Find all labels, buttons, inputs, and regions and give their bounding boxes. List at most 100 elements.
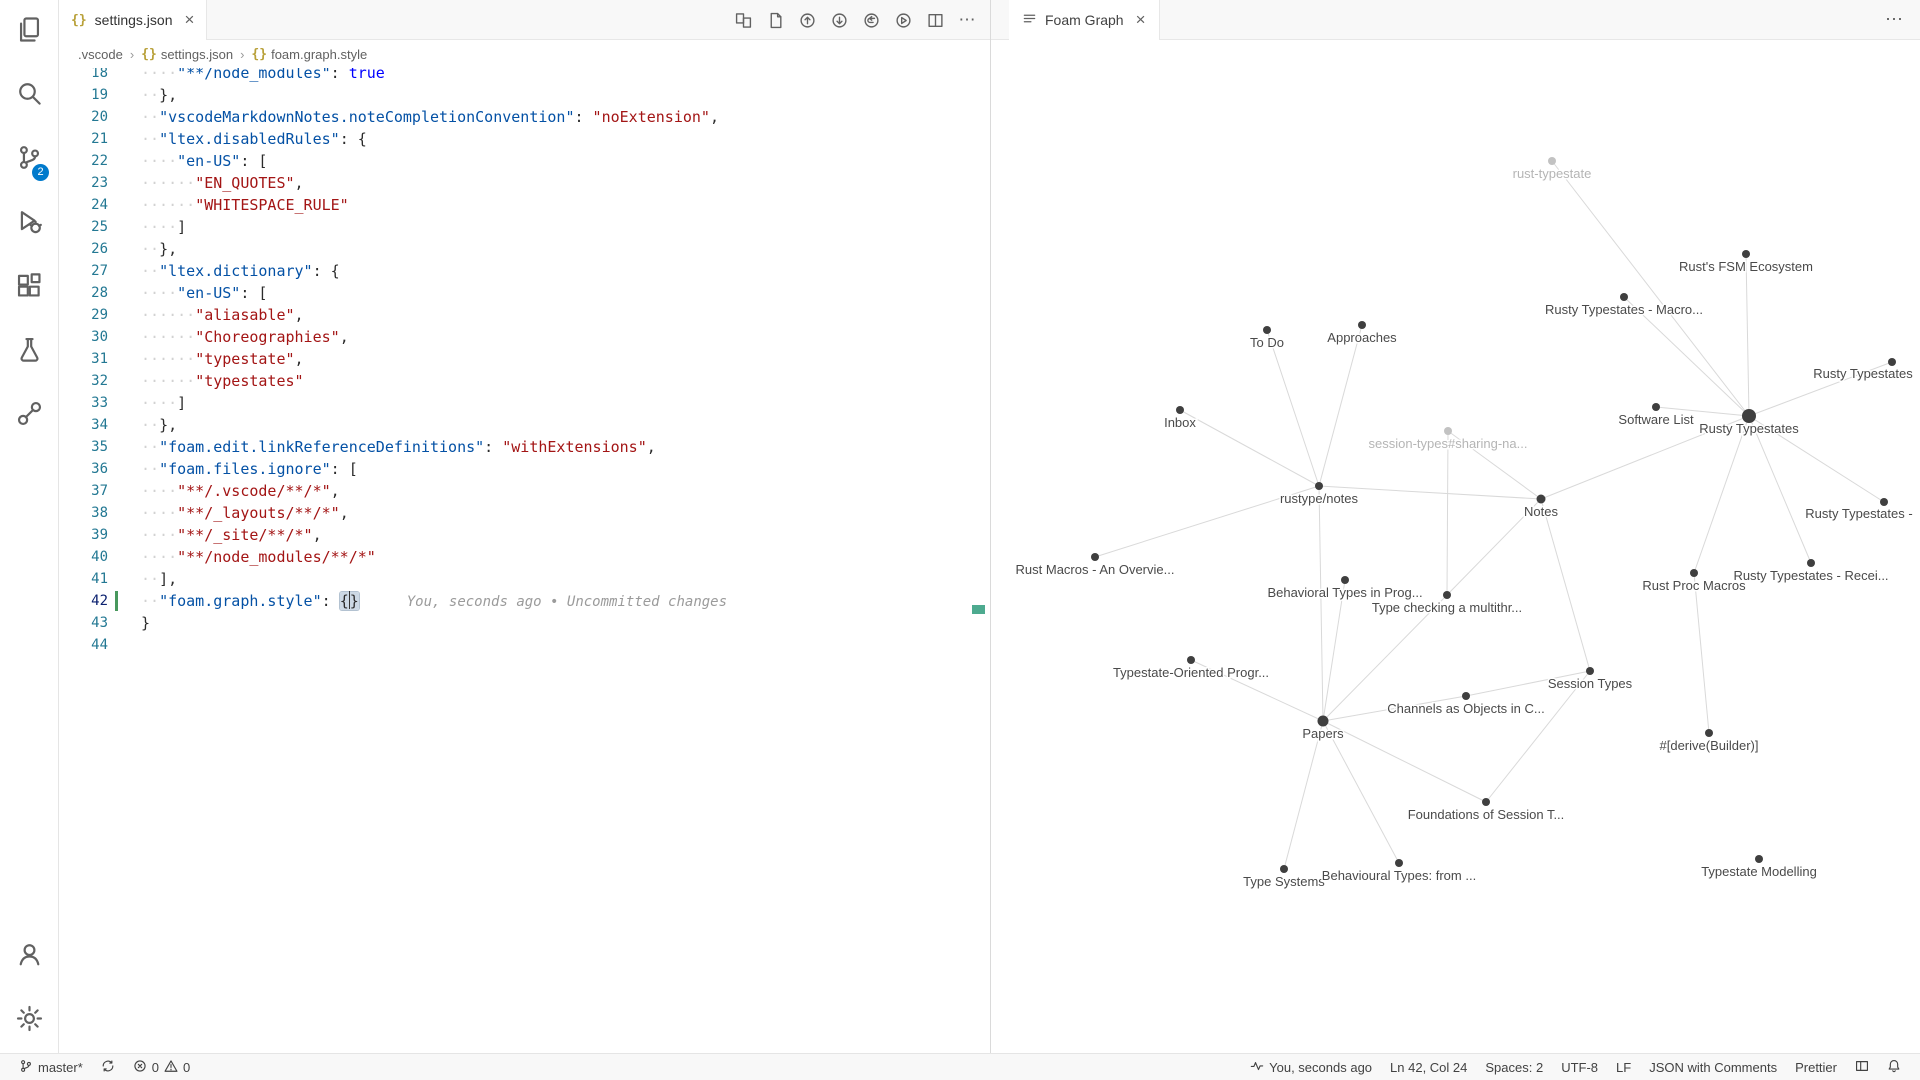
panel-more-actions-icon[interactable]: ⋯: [1885, 9, 1904, 29]
graph-node-todo[interactable]: To Do: [1249, 326, 1285, 352]
graph-node-rust-macros[interactable]: Rust Macros - An Overvie...: [1014, 553, 1176, 579]
graph-node-proc[interactable]: Rust Proc Macros: [1641, 569, 1748, 595]
more-actions-icon[interactable]: ⋯: [958, 10, 977, 29]
code-text: ····"**/node_modules/**/*": [141, 548, 376, 566]
activity-item-connections[interactable]: [0, 384, 58, 448]
code-line-26[interactable]: 26··},: [59, 238, 990, 260]
graph-node-fsm[interactable]: Rust's FSM Ecosystem: [1678, 250, 1814, 276]
close-panel-icon[interactable]: ×: [1135, 10, 1146, 29]
status-formatter[interactable]: Prettier: [1786, 1054, 1846, 1080]
code-line-43[interactable]: 43}: [59, 612, 990, 634]
code-line-44[interactable]: 44: [59, 634, 990, 656]
revert-change-icon[interactable]: [859, 8, 884, 33]
graph-node-dot: [1187, 656, 1195, 664]
graph-node-label: Channels as Objects in C...: [1387, 701, 1545, 716]
breadcrumb-item-settings-json[interactable]: {}settings.json: [141, 47, 233, 62]
code-line-38[interactable]: 38····"**/_layouts/**/*",: [59, 502, 990, 524]
previous-change-icon[interactable]: [795, 8, 820, 33]
graph-node-modelling[interactable]: Typestate Modelling: [1700, 855, 1818, 881]
status-indentation[interactable]: Spaces: 2: [1476, 1054, 1552, 1080]
close-tab-icon[interactable]: ×: [184, 10, 195, 29]
graph-node-rusty-r1[interactable]: Rusty Typestates: [1812, 358, 1915, 383]
activity-item-settings[interactable]: [0, 989, 58, 1053]
code-line-18[interactable]: 18····"**/node_modules": true: [59, 68, 990, 84]
activity-item-extensions[interactable]: [0, 256, 58, 320]
status-language-mode[interactable]: JSON with Comments: [1640, 1054, 1786, 1080]
code-line-39[interactable]: 39····"**/_site/**/*",: [59, 524, 990, 546]
graph-node-rust-typestate[interactable]: rust-typestate: [1511, 157, 1593, 183]
tab-settings-json[interactable]: {} settings.json ×: [59, 0, 208, 40]
status-editor-layout[interactable]: [1846, 1054, 1878, 1080]
graph-node-behavioral[interactable]: Behavioral Types in Prog...: [1266, 576, 1424, 602]
breadcrumb-item-foam-graph-style[interactable]: {}foam.graph.style: [251, 47, 367, 62]
code-line-37[interactable]: 37····"**/.vscode/**/*",: [59, 480, 990, 502]
json-symbol-icon: {}: [251, 46, 268, 62]
account-icon: [16, 941, 43, 973]
tab-foam-graph[interactable]: Foam Graph ×: [1009, 0, 1160, 40]
breadcrumb-item--vscode[interactable]: .vscode: [78, 47, 123, 62]
code-line-27[interactable]: 27··"ltex.dictionary": {: [59, 260, 990, 282]
split-editor-icon[interactable]: [923, 8, 948, 33]
status-cursor-position[interactable]: Ln 42, Col 24: [1381, 1054, 1476, 1080]
graph-node-rustype[interactable]: rustype/notes: [1278, 482, 1360, 508]
status-git-branch[interactable]: master*: [10, 1054, 92, 1080]
graph-node-inbox[interactable]: Inbox: [1163, 406, 1198, 432]
code-line-36[interactable]: 36··"foam.files.ignore": [: [59, 458, 990, 480]
code-line-34[interactable]: 34··},: [59, 414, 990, 436]
code-line-23[interactable]: 23······"EN_QUOTES",: [59, 172, 990, 194]
code-line-20[interactable]: 20··"vscodeMarkdownNotes.noteCompletionC…: [59, 106, 990, 128]
status-eol[interactable]: LF: [1607, 1054, 1640, 1080]
code-line-28[interactable]: 28····"en-US": [: [59, 282, 990, 304]
activity-item-run-debug[interactable]: [0, 192, 58, 256]
code-line-21[interactable]: 21··"ltex.disabledRules": {: [59, 128, 990, 150]
status-encoding[interactable]: UTF-8: [1552, 1054, 1607, 1080]
graph-node-channels[interactable]: Channels as Objects in C...: [1386, 692, 1546, 718]
code-line-40[interactable]: 40····"**/node_modules/**/*": [59, 546, 990, 568]
activity-item-explorer[interactable]: [0, 0, 58, 64]
graph-node-behavioural-from[interactable]: Behavioural Types: from ...: [1320, 859, 1478, 885]
code-line-22[interactable]: 22····"en-US": [: [59, 150, 990, 172]
graph-node-tso[interactable]: Typestate-Oriented Progr...: [1111, 656, 1271, 682]
graph-node-rusty-big[interactable]: Rusty Typestates: [1698, 409, 1801, 438]
status-sync[interactable]: [92, 1054, 124, 1080]
code-line-35[interactable]: 35··"foam.edit.linkReferenceDefinitions"…: [59, 436, 990, 458]
graph-node-foundations[interactable]: Foundations of Session T...: [1406, 798, 1566, 824]
graph-node-typesys[interactable]: Type Systems: [1242, 865, 1327, 891]
activity-item-source-control[interactable]: 2: [0, 128, 58, 192]
activity-item-account[interactable]: [0, 925, 58, 989]
graph-node-recei[interactable]: Rusty Typestates - Recei...: [1732, 559, 1890, 585]
code-line-19[interactable]: 19··},: [59, 84, 990, 106]
graph-node-approaches[interactable]: Approaches: [1326, 321, 1399, 347]
graph-node-papers[interactable]: Papers: [1301, 715, 1346, 743]
activity-item-search[interactable]: [0, 64, 58, 128]
status-line-blame[interactable]: You, seconds ago: [1241, 1054, 1381, 1080]
code-line-29[interactable]: 29······"aliasable",: [59, 304, 990, 326]
code-line-31[interactable]: 31······"typestate",: [59, 348, 990, 370]
open-settings-ui-icon[interactable]: [763, 8, 788, 33]
code-line-30[interactable]: 30······"Choreographies",: [59, 326, 990, 348]
code-line-32[interactable]: 32······"typestates": [59, 370, 990, 392]
graph-node-session-gray[interactable]: session-types#sharing-na...: [1367, 427, 1529, 453]
graph-node-notes[interactable]: Notes: [1523, 494, 1560, 521]
graph-node-sestypes[interactable]: Session Types: [1546, 667, 1634, 693]
next-change-icon[interactable]: [827, 8, 852, 33]
gutter: [108, 370, 141, 392]
code-line-25[interactable]: 25····]: [59, 216, 990, 238]
graph-node-macro[interactable]: Rusty Typestates - Macro...: [1544, 293, 1704, 319]
graph-node-derive[interactable]: #[derive(Builder)]: [1658, 729, 1760, 755]
graph-node-software[interactable]: Software List: [1617, 403, 1695, 429]
code-line-33[interactable]: 33····]: [59, 392, 990, 414]
graph-node-typecheck[interactable]: Type checking a multithr...: [1370, 591, 1524, 617]
graph-node-rusty-r2[interactable]: Rusty Typestates -: [1804, 498, 1914, 523]
status-notifications[interactable]: [1878, 1054, 1910, 1080]
code-line-42[interactable]: 42··"foam.graph.style": {}You, seconds a…: [59, 590, 990, 612]
activity-item-testing[interactable]: [0, 320, 58, 384]
gutter: [108, 128, 141, 150]
code-line-41[interactable]: 41··],: [59, 568, 990, 590]
code-line-24[interactable]: 24······"WHITESPACE_RULE": [59, 194, 990, 216]
compare-changes-icon[interactable]: [731, 8, 756, 33]
open-changes-icon[interactable]: [891, 8, 916, 33]
